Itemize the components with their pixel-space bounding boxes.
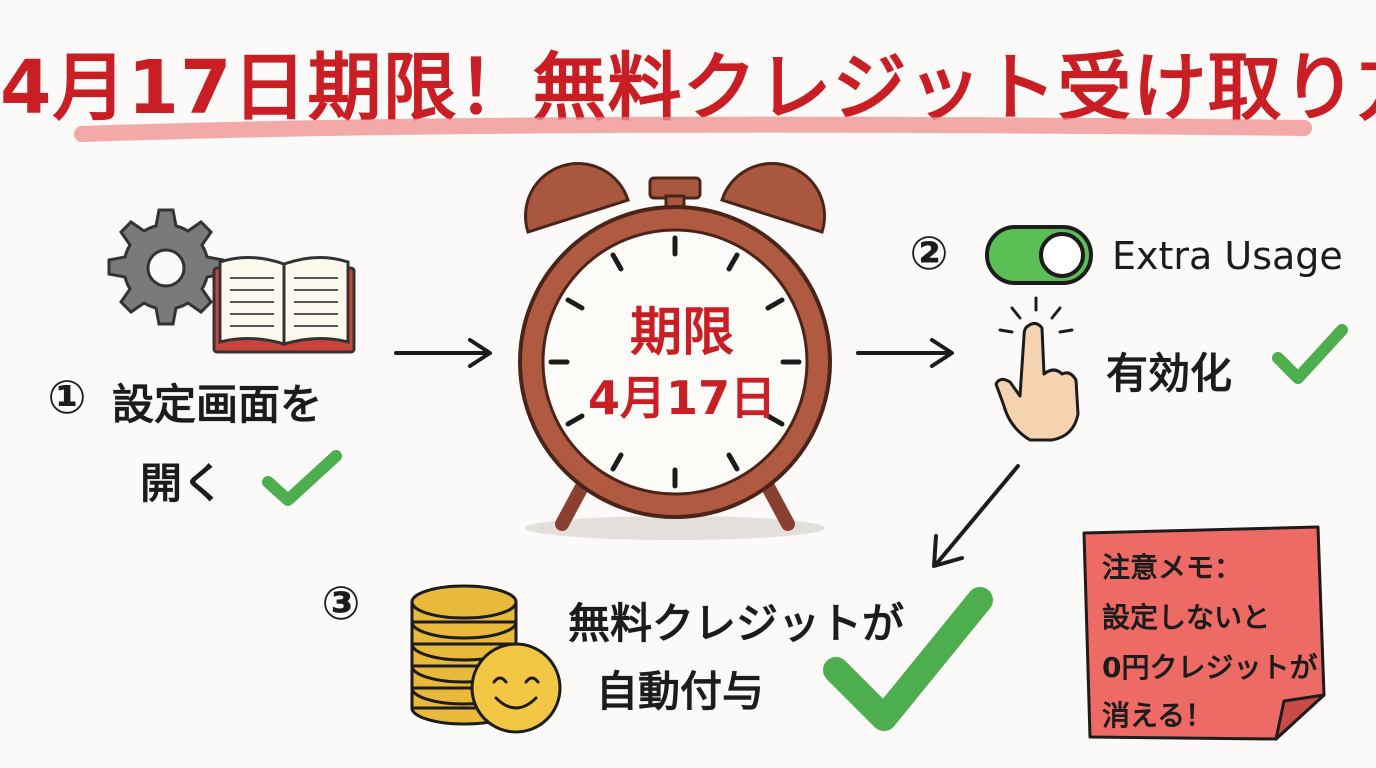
note-line1: 設定しないと: [1102, 601, 1271, 634]
step1-text-line2: 開く: [140, 459, 225, 508]
title-underline: [74, 116, 1312, 142]
clock-deadline-label: 期限: [629, 303, 734, 363]
step2-check-icon: [1272, 324, 1348, 384]
gear-icon: [107, 208, 225, 326]
step1-number: ①: [47, 370, 87, 424]
pointing-hand-icon: [994, 296, 1080, 442]
step3-text-line1: 無料クレジットが: [568, 599, 905, 648]
note-line2: 0円クレジットが: [1102, 651, 1318, 684]
sticky-note-icon: [1082, 525, 1326, 741]
page-title: 4月17日期限！無料クレジット受け取り方: [0, 45, 1376, 131]
enable-action-text: 有効化: [1106, 349, 1233, 398]
step1-check-icon: [262, 450, 342, 506]
arrow-icon: [932, 464, 1020, 568]
toggle-switch-icon: [985, 225, 1093, 285]
arrow-icon: [394, 338, 492, 368]
clock-deadline-date: 4月17日: [587, 371, 777, 425]
alarm-clock-icon: [518, 162, 832, 540]
note-title: 注意メモ：: [1102, 551, 1243, 584]
step2-number: ②: [909, 226, 949, 280]
step3-text-line2: 自動付与: [596, 667, 765, 716]
extra-usage-label: Extra Usage: [1112, 234, 1343, 278]
step1-text-line1: 設定画面を: [112, 380, 323, 429]
smiley-icon: [470, 642, 562, 734]
step3-number: ③: [321, 576, 361, 630]
note-line3: 消える！: [1102, 699, 1214, 732]
book-icon: [212, 255, 356, 354]
step3-check-icon: [823, 587, 993, 731]
arrow-icon: [856, 338, 954, 368]
